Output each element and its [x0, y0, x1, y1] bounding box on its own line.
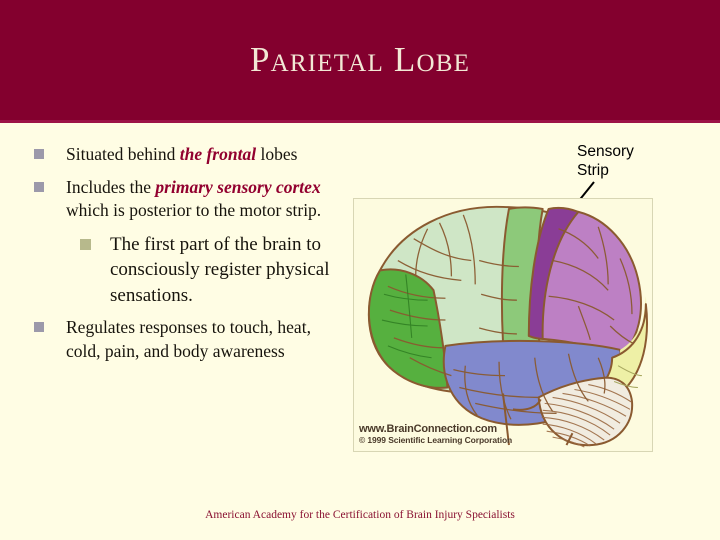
- bullet-emphasis-segment: primary sensory cortex: [155, 176, 321, 197]
- square-bullet-icon: [34, 322, 44, 332]
- sub-list-item: The first part of the brain to conscious…: [72, 232, 375, 309]
- bullet-list: Situated behind the frontal lobes Includ…: [28, 143, 346, 372]
- bullet-emphasis-segment: the frontal: [179, 144, 257, 164]
- bullet-text-segment: Situated behind: [66, 144, 180, 164]
- list-item-text: Regulates responses to touch, heat, cold…: [66, 317, 311, 361]
- square-bullet-icon: [80, 238, 91, 250]
- title-banner: [0, 0, 720, 120]
- square-bullet-icon: [34, 181, 44, 192]
- list-item: Situated behind the frontal lobes: [28, 143, 346, 167]
- list-item: Includes the primary sensory cortex whic…: [28, 176, 346, 223]
- figure-credit: www.BrainConnection.com © 1999 Scientifi…: [359, 424, 512, 446]
- callout-line-2: Strip: [577, 162, 609, 179]
- title-underline-rule: [0, 120, 720, 123]
- figure-credit-copyright: © 1999 Scientific Learning Corporation: [359, 435, 513, 445]
- bullet-text-segment: which is posterior to the motor strip.: [66, 200, 322, 220]
- list-item-text: Includes the primary sensory cortex whic…: [66, 177, 321, 221]
- bullet-text-segment: lobes: [256, 144, 298, 164]
- callout-label-sensory-strip: Sensory Strip: [577, 142, 697, 180]
- lateral-brain-lobes-diagram-icon: [354, 199, 652, 451]
- brain-diagram-figure: www.BrainConnection.com © 1999 Scientifi…: [353, 198, 653, 452]
- list-item: Regulates responses to touch, heat, cold…: [28, 316, 346, 363]
- bullet-text-segment: Includes the: [66, 176, 156, 197]
- list-item-text: Situated behind the frontal lobes: [66, 144, 297, 164]
- sub-list-item-text: The first part of the brain to conscious…: [110, 233, 330, 306]
- figure-credit-url: www.BrainConnection.com: [359, 423, 498, 435]
- page-title: Parietal Lobe: [249, 40, 471, 79]
- square-bullet-icon: [34, 149, 44, 159]
- slide-footer: American Academy for the Certification o…: [205, 509, 515, 521]
- callout-line-1: Sensory: [577, 143, 634, 160]
